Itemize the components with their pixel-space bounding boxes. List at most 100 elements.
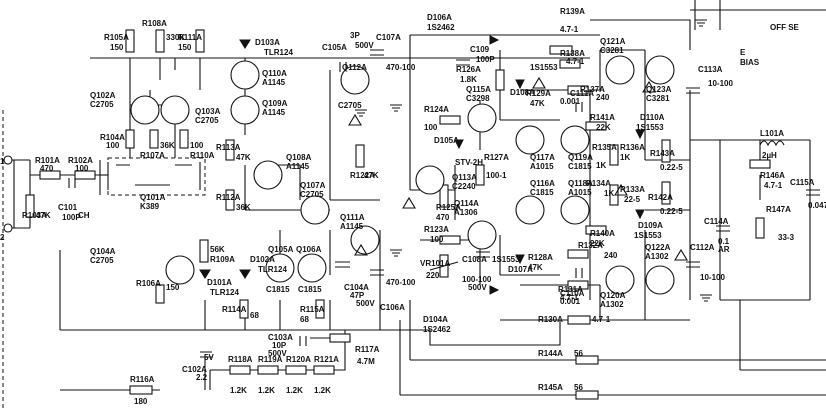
R110A-body [179,129,189,149]
AR-label: AR [718,245,730,254]
R134A-ref: R134A [586,179,611,188]
R106A-ref: R106A [136,279,161,288]
R139A-ref: R139A [560,7,585,16]
D106A-ref: D106A [427,13,452,22]
Q110A-ref: Q110A [262,69,287,78]
R134A-val: 1K [604,189,614,198]
Q111A-ref: Q111A [340,213,365,222]
L101A-ref: L101A [760,129,784,138]
R106A-body [155,284,165,304]
ground-icon [700,294,712,302]
R117A-val: 4.7M [357,357,375,366]
C113A-symbol [686,87,700,94]
ground-icon [355,109,367,117]
R122A-val: 47K [364,171,379,180]
R124A-body [439,115,461,125]
Q117A-symbol [515,125,545,155]
D101A-ref: D101A [207,278,232,287]
R118A-body [229,365,251,375]
ground-icon [695,19,707,27]
R144A-ref: R144A [538,349,563,358]
Q107A-val: C2705 [300,190,324,199]
connector-pin1: 1 [0,157,5,166]
R101A-body [39,170,61,180]
Q119A-ref: Q119A [568,153,593,162]
C112A-symbol [686,261,700,268]
Q116A-ref: Q116A [530,179,555,188]
R126A-val: 1.8K [460,75,477,84]
R105A-val: 150 [110,43,124,52]
R147A-val: 33-3 [778,233,795,242]
R122A-body [355,144,365,168]
R120A-val: 1.2K [286,386,303,395]
D105A-symbol [454,139,464,150]
D102A-val: TLR124 [258,265,287,274]
R110A-val: 100 [190,141,204,150]
R143A-body [661,139,671,163]
R132A-body [567,249,589,259]
R113A-body [225,139,235,161]
R140A-body [585,225,607,235]
R143A-val: 0.22-5 [660,163,683,172]
C108A-symbol [476,251,490,258]
C103A-symbol [299,336,307,346]
R138A-ref: R138A [560,49,585,58]
R137A-body [567,85,589,95]
D107A-symbol [515,254,525,265]
D103A-symbol [239,39,251,49]
R112A-val: 36K [236,203,251,212]
C104A-ref: C104A [344,283,369,292]
R103A-body [25,194,35,218]
R108A-val: 330K [166,33,185,42]
C113A-val: 10-100 [708,79,733,88]
VR101A-arrow [429,261,459,271]
R118A-val: 1.2K [230,386,247,395]
C115A-symbol [806,189,820,196]
R115A-ref: R115A [300,305,325,314]
R115A-body [315,299,325,319]
C104A-val: 47P [350,291,365,300]
R117A-body [329,333,351,343]
Q107A-symbol [300,195,330,225]
D104A-symbol [489,285,500,295]
C101A-symbol [68,178,76,188]
Q120A-symbol [605,265,635,295]
R107A-ref: R107A [140,151,165,160]
C102A-val: 2.2 [196,373,208,382]
Q122A-ref: Q122A [645,243,671,252]
C107A-symbol [370,49,384,56]
R115A-val: 68 [300,315,309,324]
Q115A-symbol [467,103,497,133]
Q120A-val: A1302 [600,300,624,309]
R125A-val: 470 [436,213,450,222]
R120A-ref: R120A [286,355,311,364]
R101A-ref: R101A [35,156,60,165]
R123A-body [439,235,461,245]
C114A-val: 0.1 [718,237,730,246]
C108A-val: 100-100 [462,275,492,284]
R141A-val: 22K [596,123,611,132]
Q117A-ref: Q117A [530,153,555,162]
R103A-ref: R103A [22,211,47,220]
R127A-val: 100-1 [486,171,507,180]
C107A-ref: C107A [376,33,401,42]
R116A-val: 180 [134,397,148,406]
C104A-symbol [335,261,350,268]
D105A-val: STV-2H [455,158,483,167]
C110A-ref: C110A [560,289,585,298]
R142A-ref: R142A [648,193,673,202]
Q116A-symbol [515,195,545,225]
Q108A-symbol [253,160,283,190]
Q107A-ref: Q107A [300,181,326,190]
R125A-ref: R125A [436,203,461,212]
ground-icon [390,249,402,257]
label-off-set: OFF SE [770,23,800,32]
R109A-ref: R109A [210,255,235,264]
D102A-ref: D102A [250,255,275,264]
C111A-val: 0.001 [560,97,581,106]
D109A-ref: D109A [638,221,663,230]
Q109A-ref: Q109A [262,99,288,108]
C101A-val: 100P [62,213,81,222]
Q105A-symbol [265,253,295,283]
